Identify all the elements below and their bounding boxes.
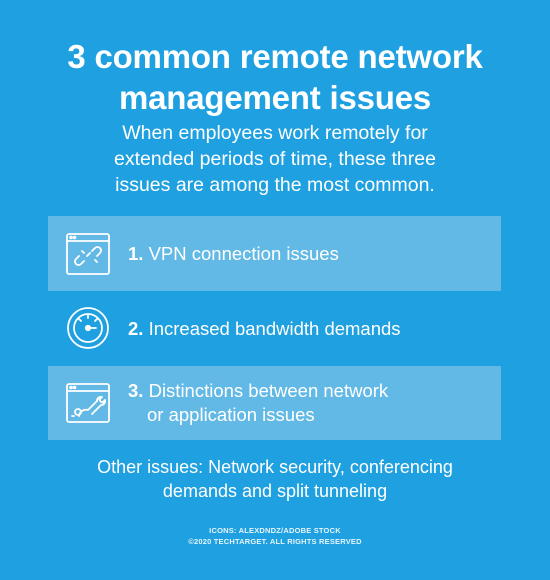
subtitle-line-1: When employees work remotely for [122,122,428,144]
issue-number-2: 2. [128,317,144,339]
other-issues-line-1: Other issues: Network security, conferen… [97,457,453,477]
issue-label-2: Increased bandwidth demands [148,317,401,339]
subtitle-line-2: extended periods of time, these three [114,148,436,170]
title-line-2: management issues [118,79,432,116]
title-line-1: 3 common remote network [67,38,483,75]
page-title: 3 common remote network management issue… [0,36,550,118]
issue-label-1: VPN connection issues [148,242,339,264]
issue-label-3-line-1: Distinctions between network [148,380,389,401]
subtitle: When employees work remotely for extende… [0,120,550,198]
issue-item-3: 3. Distinctions between network or appli… [48,366,501,440]
broken-link-window-icon [65,231,111,277]
issue-text-1: 1. VPN connection issues [128,242,339,266]
issue-item-2: 2. Increased bandwidth demands [48,291,501,366]
issue-text-3: 3. Distinctions between network or appli… [128,379,388,427]
other-issues: Other issues: Network security, conferen… [0,455,550,503]
other-issues-line-2: demands and split tunneling [162,481,388,501]
issue-text-2: 2. Increased bandwidth demands [128,317,401,341]
issue-number-1: 1. [128,242,144,264]
credits: ICONS: ALEXDNDZ/ADOBE STOCK ©2020 TECHTA… [0,525,550,547]
icon-credit: ICONS: ALEXDNDZ/ADOBE STOCK [209,526,341,535]
wrench-window-icon [65,380,111,426]
copyright-notice: ©2020 TECHTARGET. ALL RIGHTS RESERVED [188,537,362,546]
speedometer-icon [65,305,111,351]
subtitle-line-3: issues are among the most common. [115,174,435,196]
issue-label-3-line-2: or application issues [147,404,315,425]
issue-number-3: 3. [128,380,144,401]
issue-item-1: 1. VPN connection issues [48,216,501,291]
